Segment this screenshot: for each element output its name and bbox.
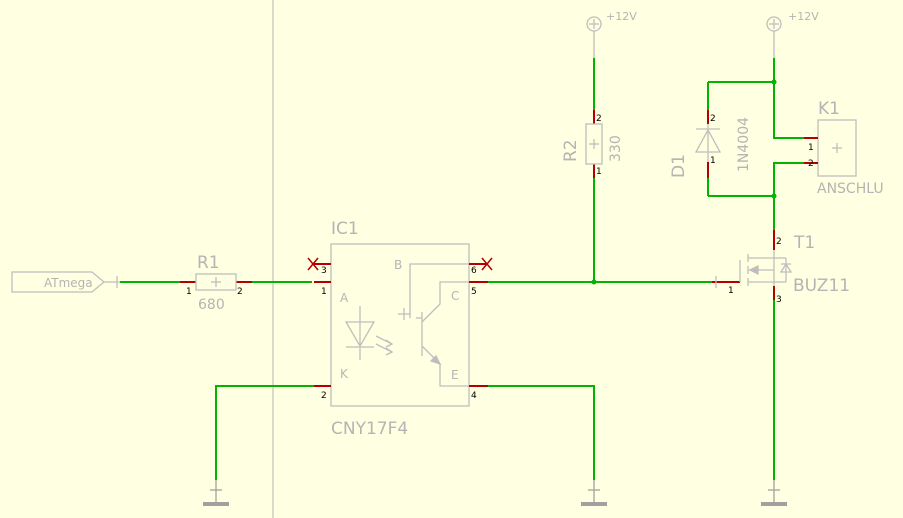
ic1-pin-c-label: C: [451, 289, 459, 303]
ic1-pin-a-label: A: [340, 291, 349, 305]
ic1-pin-e-label: E: [451, 368, 459, 382]
t1-name: T1: [793, 233, 815, 253]
wire-k1-drain[interactable]: [773, 162, 810, 230]
r1-value: 680: [198, 297, 225, 313]
phototransistor-icon: [398, 263, 469, 387]
optocoupler-ic1[interactable]: A K B C E IC1 CNY17F4 1 2 3: [307, 219, 493, 439]
t1-pin1: 1: [728, 286, 734, 296]
ground-symbol[interactable]: [581, 480, 607, 506]
k1-pin1: 1: [808, 143, 814, 153]
k1-part: ANSCHLU: [817, 181, 884, 197]
no-connect-icon: [307, 257, 319, 271]
k1-pin2: 2: [808, 159, 814, 169]
r1-name: R1: [197, 253, 220, 273]
ic1-pin3: 3: [321, 266, 327, 276]
diode-icon: [694, 124, 722, 162]
junction-dot: [591, 279, 597, 285]
d1-pin2: 2: [710, 114, 716, 124]
d1-pin1: 1: [710, 156, 716, 166]
r2-value: 330: [608, 135, 624, 162]
supply-12v-right[interactable]: +12V: [766, 10, 819, 58]
ic1-pin-b-label: B: [394, 258, 402, 272]
wire-ic1-e-gnd[interactable]: [488, 385, 595, 480]
diode-d1[interactable]: D1 1N4004 2 1: [669, 110, 752, 178]
supply-label: +12V: [788, 10, 819, 23]
ic1-pin6: 6: [471, 266, 477, 276]
r2-name: R2: [561, 139, 581, 162]
ground-symbol[interactable]: [203, 480, 229, 506]
r2-pin2: 2: [596, 114, 602, 124]
wires: [120, 58, 810, 480]
r2-pin1: 1: [596, 167, 602, 177]
led-icon: [344, 306, 394, 360]
no-connect-icon: [481, 257, 493, 271]
r1-pin2: 2: [237, 287, 243, 297]
ground-symbol[interactable]: [761, 480, 787, 506]
mosfet-icon: [739, 250, 793, 286]
wire-ic1-gnd[interactable]: [215, 385, 314, 480]
ic1-pin5: 5: [471, 287, 477, 297]
wire-vcc-right[interactable]: [773, 58, 810, 139]
connector-k1[interactable]: K1 ANSCHLU 1 2: [804, 99, 884, 197]
ic1-pin1: 1: [321, 287, 327, 297]
d1-name: D1: [669, 154, 689, 178]
junction-dot: [771, 79, 777, 85]
k1-name: K1: [818, 99, 840, 119]
resistor-r1[interactable]: R1 680 1 2: [180, 253, 252, 313]
ic1-part: CNY17F4: [331, 419, 408, 439]
mosfet-t1[interactable]: T1 BUZ11 1 2 3: [712, 230, 850, 305]
supply-12v-left[interactable]: +12V: [586, 10, 637, 58]
resistor-r2[interactable]: R2 330 2 1: [561, 110, 624, 178]
input-port-label: ATmega: [44, 276, 93, 290]
ic1-pin4: 4: [471, 391, 477, 401]
junction-dot: [771, 193, 777, 199]
ic1-name: IC1: [331, 219, 359, 239]
t1-pin3: 3: [776, 295, 782, 305]
t1-pin2: 2: [776, 237, 782, 247]
t1-part: BUZ11: [793, 276, 850, 296]
supply-label: +12V: [606, 10, 637, 23]
r1-pin1: 1: [186, 287, 192, 297]
ic1-pin2: 2: [321, 391, 327, 401]
d1-part: 1N4004: [736, 117, 752, 172]
ic1-pin-k-label: K: [340, 367, 349, 381]
input-port-atmega[interactable]: ATmega: [11, 271, 120, 293]
